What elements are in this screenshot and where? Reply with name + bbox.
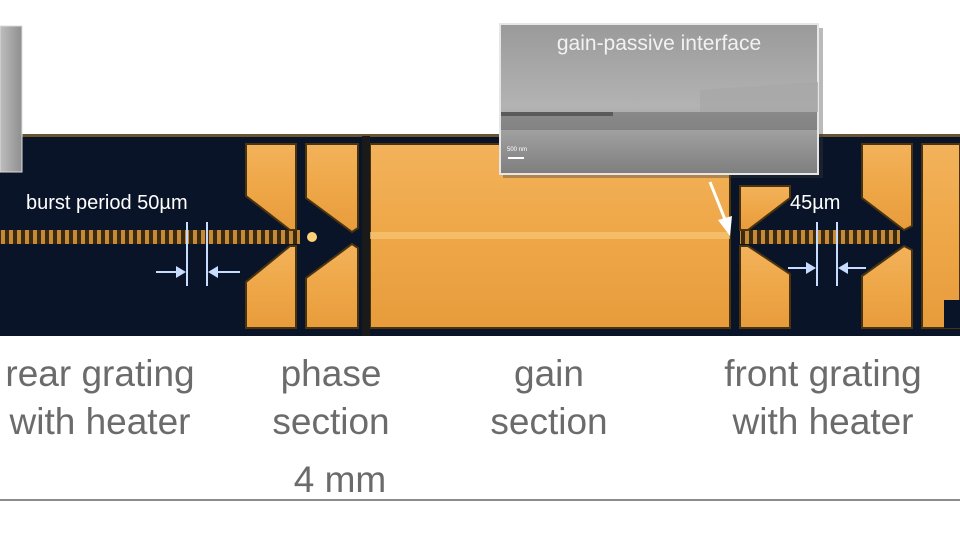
sem-layer-dark [501,112,817,130]
phase-section-label: phase section [236,350,426,446]
front-grating-waveguide [740,230,900,244]
rear-heater-pad-top [245,143,297,231]
gain-section-label-line1: gain [514,353,584,394]
front-pad-right-top [861,143,913,232]
phase-contact-dot [307,232,317,242]
phase-section-label-line2: section [272,401,390,442]
left-sem-inset [0,25,23,173]
interface-pointer-head [718,216,732,236]
sem-scale-label: 500 nm [507,147,528,153]
front-arrowhead-right [838,262,848,274]
phase-section-label-line1: phase [280,353,382,394]
right-end-notch [944,300,960,328]
burst-arrowhead-right [208,266,218,278]
gain-top-bar [362,136,370,336]
front-arrowhead-left [806,262,816,274]
sem-inset-title: gain-passive interface [556,32,762,55]
rear-grating-label: rear grating with heater [0,350,220,446]
burst-period-label: burst period 50µm [26,192,188,214]
front-heater-pad-bottom [739,245,791,329]
rear-grating-waveguide [0,230,300,244]
length-label: 4 mm [293,459,387,500]
rear-grating-label-line2: with heater [9,401,191,442]
rear-grating-label-line1: rear grating [5,353,195,394]
chip-body-edge [0,134,960,137]
front-grating-label-line2: with heater [732,401,914,442]
interface-pointer-line [708,181,728,223]
right-end-pad [921,143,960,329]
front-heater-pad-top [739,185,791,231]
front-grating-label-line1: front grating [724,353,922,394]
rear-heater-pad-bottom [245,245,297,329]
burst-arrowhead-left [176,266,186,278]
gain-waveguide [370,232,730,239]
gain-section-label: gain section [454,350,644,446]
phase-pad-bottom [305,242,359,329]
front-pad-right-bottom [861,244,913,329]
gain-section-label-line2: section [490,401,608,442]
sem-waveguide-line [501,112,613,116]
front-spacing-label: 45µm [790,192,841,214]
front-grating-label: front grating with heater [694,350,952,446]
phase-pad-top [305,143,359,234]
sem-taper [700,82,818,112]
